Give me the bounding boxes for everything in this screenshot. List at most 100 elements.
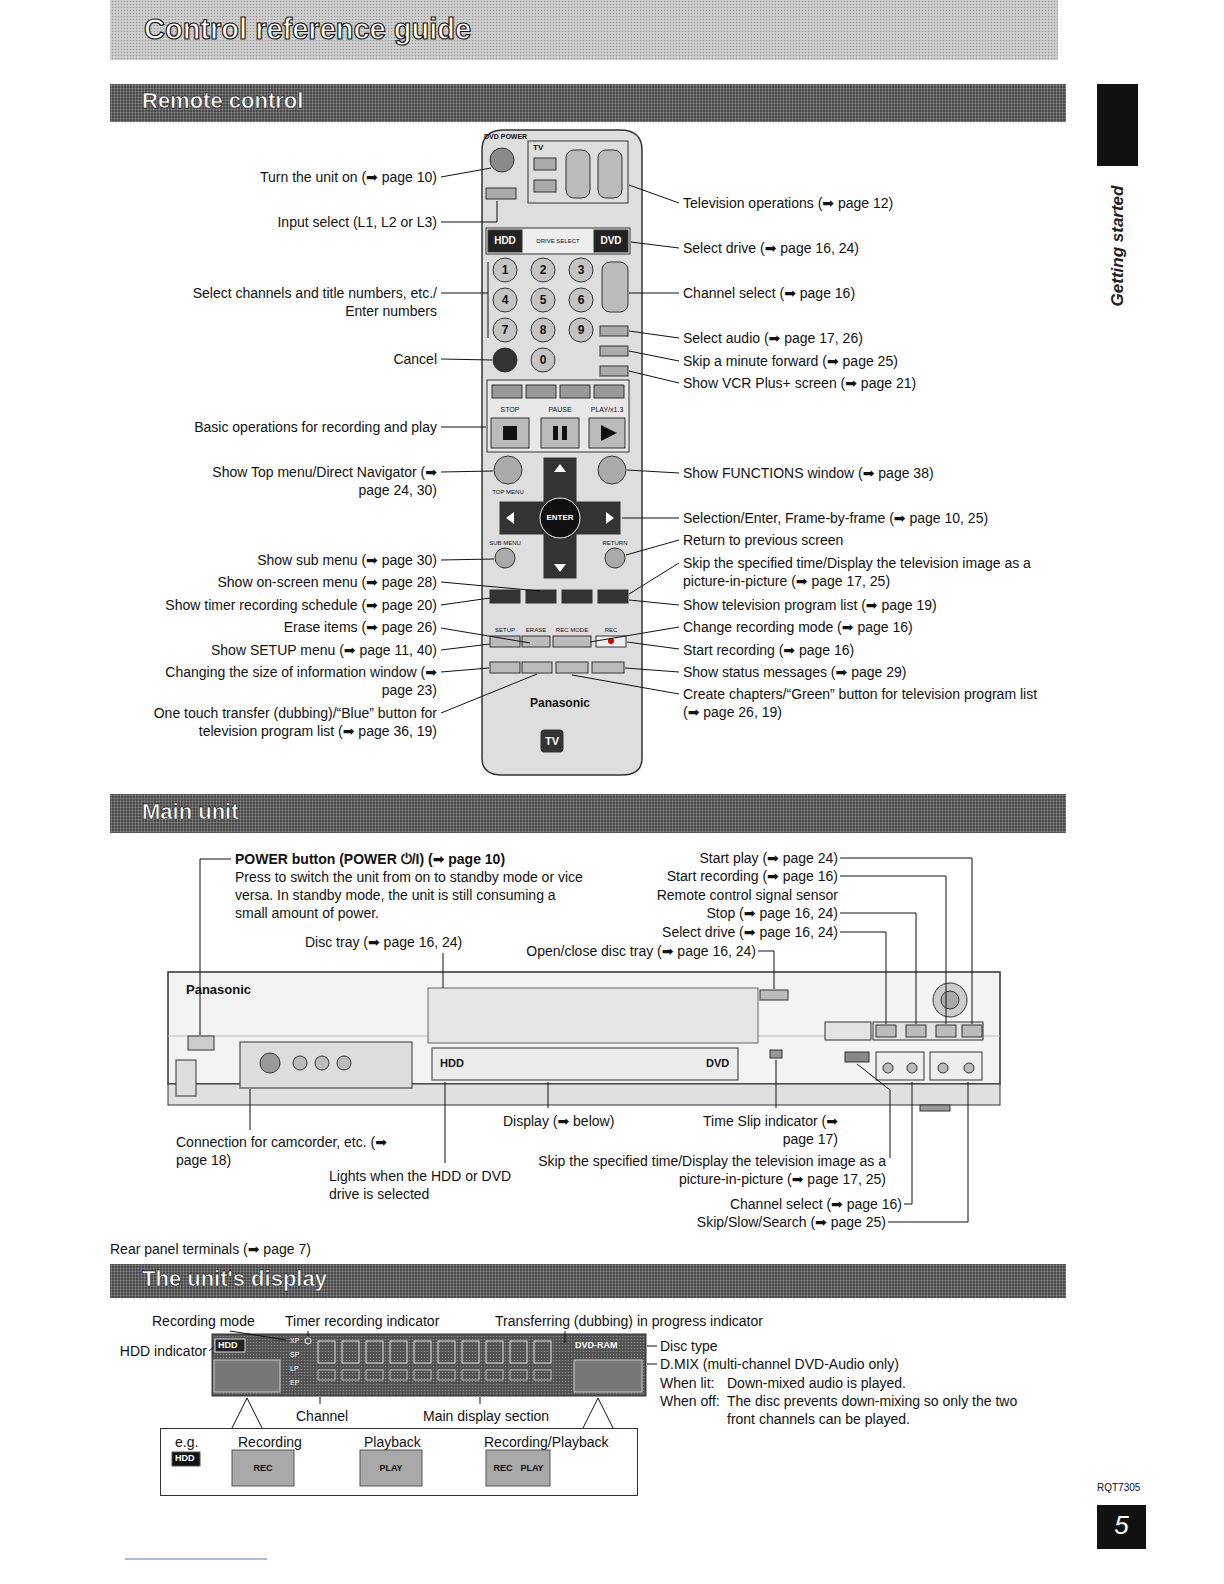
remote-control — [554, 464, 566, 472]
node-text: Playback — [364, 1433, 421, 1451]
main-unit — [930, 1052, 982, 1080]
main-unit — [315, 1056, 329, 1070]
display-badge: REC — [493, 1463, 512, 1474]
callout-text: Skip the specified time/Display the tele… — [536, 1152, 886, 1188]
leader-line — [629, 351, 679, 361]
leader-line — [840, 876, 946, 1024]
leader-line — [441, 168, 679, 713]
main-unit — [176, 1060, 196, 1096]
button-label: DRIVE SELECT — [536, 238, 579, 245]
leader-line — [441, 644, 490, 650]
button-label: TOP MENU — [492, 489, 523, 496]
unit-display — [438, 1370, 455, 1380]
callout-text: Open/close disc tray (➡ page 16, 24) — [526, 942, 756, 960]
main-unit — [964, 1063, 974, 1073]
callout-text: The disc prevents down-mixing so only th… — [727, 1392, 1045, 1428]
main-unit — [906, 1025, 926, 1037]
main-unit — [938, 1063, 948, 1073]
callout-text: Show television program list (➡ page 19) — [683, 596, 937, 614]
remote-control — [596, 636, 626, 647]
unit-marking: DVD — [706, 1057, 729, 1070]
callout-text: Select drive (➡ page 16, 24) — [683, 239, 859, 257]
unit-display — [366, 1341, 383, 1363]
remote-control — [493, 318, 517, 342]
leader-line — [441, 359, 492, 360]
main-unit — [883, 1063, 893, 1073]
callout-text: Select channels and title numbers, etc./… — [165, 284, 437, 320]
remote-control — [490, 590, 520, 603]
callout-text: Start recording (➡ page 16) — [667, 867, 838, 885]
main-unit — [770, 1050, 782, 1058]
display-segment-label: DVD-RAM — [575, 1340, 618, 1351]
callout-text: Show FUNCTIONS window (➡ page 38) — [683, 464, 934, 482]
main-unit — [941, 991, 959, 1009]
remote-control — [526, 385, 556, 398]
callout-text: Turn the unit on (➡ page 10) — [260, 168, 437, 186]
remote-control — [526, 590, 556, 603]
callout-text: Stop (➡ page 16, 24) — [706, 904, 838, 922]
remote-control — [589, 418, 625, 448]
display-segment-label: HDD — [218, 1340, 238, 1351]
leader-line — [629, 331, 679, 338]
remote-control — [486, 228, 630, 254]
remote-control — [600, 326, 628, 336]
button-label: PLAY/x1.3 — [591, 406, 624, 414]
leader-line — [840, 932, 886, 1024]
remote-control — [566, 150, 590, 198]
button-label: 9 — [578, 323, 585, 337]
remote-control — [600, 346, 628, 356]
callout-text: Change recording mode (➡ page 16) — [683, 618, 913, 636]
main-unit — [240, 1042, 412, 1088]
button-label: PAUSE — [548, 406, 571, 414]
main-unit — [168, 972, 1000, 1111]
button-label: ERASE — [526, 627, 546, 634]
unit-marking: Panasonic — [186, 982, 251, 998]
leader-line — [631, 242, 679, 248]
main-unit — [933, 983, 967, 1017]
unit-display — [366, 1370, 383, 1380]
callout-text: Return to previous screen — [683, 531, 843, 549]
leader-line — [583, 1398, 613, 1428]
leader-line — [320, 1397, 321, 1404]
button-label: TV — [533, 143, 543, 153]
callout-text: Connection for camcorder, etc. (➡ page 1… — [176, 1133, 391, 1169]
leader-line — [776, 1060, 777, 1108]
example-box: e.g.RecordingPlaybackRecording/Playback — [160, 1428, 638, 1496]
button-label: STOP — [501, 406, 520, 414]
remote-control — [488, 230, 522, 252]
leader-line — [441, 582, 540, 591]
leader-line — [627, 642, 679, 649]
remote-control — [522, 636, 550, 647]
leader-line — [629, 600, 679, 605]
remote-control — [562, 590, 592, 603]
main-unit — [293, 1056, 307, 1070]
node-text: 5 — [1097, 1505, 1146, 1545]
callout-text: Main display section — [423, 1407, 549, 1425]
leader-line — [232, 1398, 262, 1428]
unit-display — [318, 1370, 335, 1380]
callout-text: POWER button (POWER ⏻/I) (➡ page 10) — [235, 850, 505, 868]
leader-line — [840, 913, 916, 1024]
leader-line — [626, 540, 679, 555]
unit-display — [414, 1370, 431, 1380]
callout-text: Down-mixed audio is played. — [727, 1374, 906, 1392]
main-unit — [337, 1056, 351, 1070]
unit-display — [486, 1370, 503, 1380]
remote-control — [569, 318, 593, 342]
callout-text: HDD indicator — [120, 1342, 207, 1360]
display-example — [232, 1450, 294, 1486]
main-unit — [876, 1052, 924, 1080]
leader-line — [904, 1082, 912, 1204]
display-example — [172, 1452, 200, 1466]
leader-line — [629, 371, 679, 383]
remote-control — [600, 366, 628, 376]
leader-line — [209, 1331, 657, 1428]
node-text: Getting started — [1108, 186, 1128, 307]
remote-control — [482, 130, 642, 775]
leader-line — [488, 262, 489, 338]
main-unit — [876, 1025, 896, 1037]
button-label: DVD POWER — [484, 133, 527, 141]
button-label: HDD — [494, 235, 516, 247]
remote-control — [598, 456, 626, 484]
